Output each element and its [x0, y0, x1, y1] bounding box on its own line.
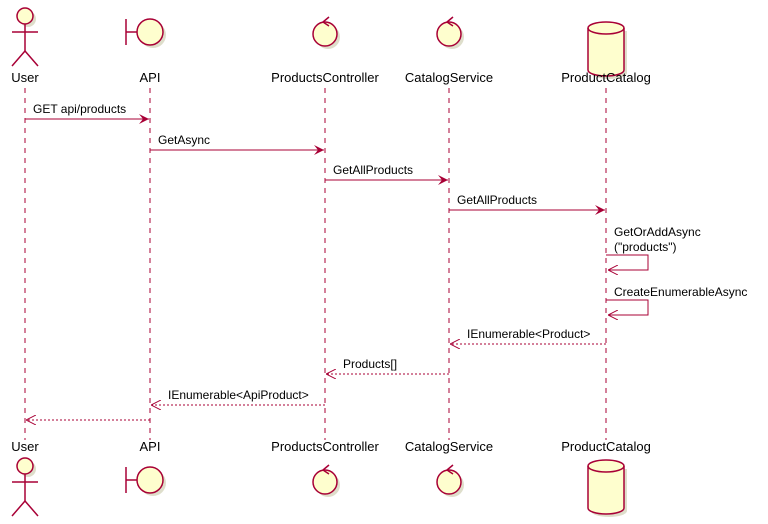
boundary-icon [125, 466, 166, 496]
participant-product-catalog-top: ProductCatalog [561, 21, 651, 85]
messages: GET api/productsGetAsyncGetAllProductsGe… [25, 102, 747, 420]
database-icon [587, 459, 627, 517]
participant-label: User [11, 439, 39, 454]
message-label: IEnumerable<Product> [467, 327, 590, 341]
message-label: GetOrAddAsync [614, 225, 701, 239]
message-label: ("products") [614, 240, 677, 254]
database-icon [587, 21, 627, 79]
participant-label: ProductCatalog [561, 70, 651, 85]
message-label: GetAllProducts [457, 193, 537, 207]
message-9: IEnumerable<ApiProduct> [151, 388, 325, 405]
participant-label: API [140, 439, 161, 454]
message-8: Products[] [326, 357, 449, 374]
participant-user-bottom: User [11, 439, 39, 517]
participant-api-top: API [125, 18, 166, 85]
message-label: GET api/products [33, 102, 126, 116]
message-arrow [606, 299, 649, 315]
participant-label: ProductsController [271, 70, 379, 85]
boundary-icon [125, 18, 166, 48]
message-5: GetOrAddAsync("products") [606, 225, 701, 270]
participant-heads: UserUserAPIAPIProductsControllerProducts… [11, 7, 651, 517]
message-7: IEnumerable<Product> [450, 327, 606, 344]
control-icon [312, 464, 340, 497]
participant-api-bottom: API [125, 439, 166, 496]
message-2: GetAsync [150, 133, 324, 155]
participant-products-controller-top: ProductsController [271, 16, 379, 85]
message-6: CreateEnumerableAsync [606, 285, 747, 315]
participant-label: CatalogService [405, 439, 493, 454]
participant-label: API [140, 70, 161, 85]
participant-label: CatalogService [405, 70, 493, 85]
participant-label: ProductsController [271, 439, 379, 454]
participant-product-catalog-bottom: ProductCatalog [561, 439, 651, 517]
control-icon [436, 464, 464, 497]
control-icon [436, 16, 464, 49]
actor-icon [11, 457, 39, 517]
participant-catalog-service-top: CatalogService [405, 16, 493, 85]
control-icon [312, 16, 340, 49]
participant-user-top: User [11, 7, 39, 85]
actor-icon [11, 7, 39, 67]
message-label: IEnumerable<ApiProduct> [168, 388, 309, 402]
participant-label: ProductCatalog [561, 439, 651, 454]
lifelines [24, 88, 607, 440]
message-label: GetAllProducts [333, 163, 413, 177]
message-4: GetAllProducts [449, 193, 605, 215]
message-label: CreateEnumerableAsync [614, 285, 747, 299]
message-arrow [606, 254, 649, 270]
participant-catalog-service-bottom: CatalogService [405, 439, 493, 497]
message-3: GetAllProducts [325, 163, 448, 185]
participant-label: User [11, 70, 39, 85]
message-1: GET api/products [25, 102, 149, 124]
message-label: GetAsync [158, 133, 210, 147]
participant-products-controller-bottom: ProductsController [271, 439, 379, 497]
message-label: Products[] [343, 357, 397, 371]
